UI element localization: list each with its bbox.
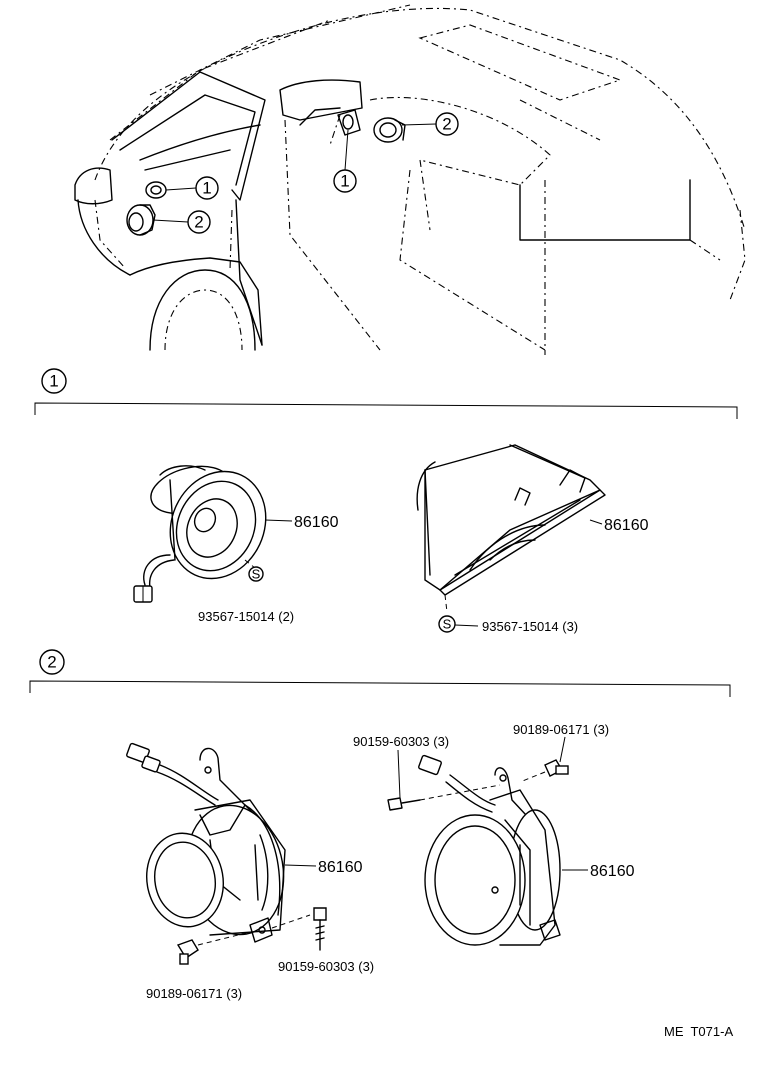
svg-text:1: 1 <box>202 179 211 198</box>
callout-1-mid: 1 <box>333 129 357 193</box>
svg-text:1: 1 <box>340 172 349 191</box>
section-2-left-clip-number: 90189-06171 (3) <box>146 986 242 1001</box>
section-2: 2 <box>29 649 731 1001</box>
section-1-left-speaker: S <box>133 465 293 603</box>
section-1-right-part-number: 86160 <box>604 517 649 534</box>
callout-2-front: 2 <box>152 210 211 234</box>
vehicle-speaker-tweeter-mid <box>337 109 361 136</box>
vehicle-speaker-tweeter-front <box>145 181 167 199</box>
section-2-right-screw-number: 90159-60303 (3) <box>353 734 449 749</box>
section-1-right-screw-number: 93567-15014 (3) <box>482 619 578 634</box>
section-1-right-speaker: S <box>416 444 606 633</box>
diagram-code: ME T071-A <box>664 1024 733 1039</box>
section-1-left-part-number: 86160 <box>294 514 339 531</box>
section-1-marker: 1 <box>41 368 67 394</box>
section-2-right-part-number: 86160 <box>590 863 635 880</box>
svg-text:1: 1 <box>49 372 58 391</box>
section-2-left-speaker <box>126 742 327 965</box>
section-2-right-speaker <box>387 736 588 946</box>
callout-2-rear: 2 <box>401 112 459 136</box>
section-2-bracket <box>29 680 731 697</box>
callout-1-front: 1 <box>165 176 219 200</box>
s-mark: S <box>252 567 261 582</box>
vehicle-speaker-woofer-rear <box>373 117 406 143</box>
vehicle-speaker-woofer-front <box>126 204 156 236</box>
section-1-left-screw-number: 93567-15014 (2) <box>198 609 294 624</box>
svg-text:2: 2 <box>194 213 203 232</box>
section-2-right-clip-number: 90189-06171 (3) <box>513 722 609 737</box>
section-1-bracket <box>34 402 738 419</box>
s-mark: S <box>443 617 452 632</box>
vehicle-overview: 1 2 1 2 <box>74 4 746 355</box>
svg-text:2: 2 <box>442 115 451 134</box>
svg-text:2: 2 <box>47 653 56 672</box>
section-2-marker: 2 <box>39 649 65 675</box>
section-2-left-screw-number: 90159-60303 (3) <box>278 959 374 974</box>
section-1: 1 S 86160 93567-15014 (2) <box>34 368 738 634</box>
section-2-left-part-number: 86160 <box>318 859 363 876</box>
